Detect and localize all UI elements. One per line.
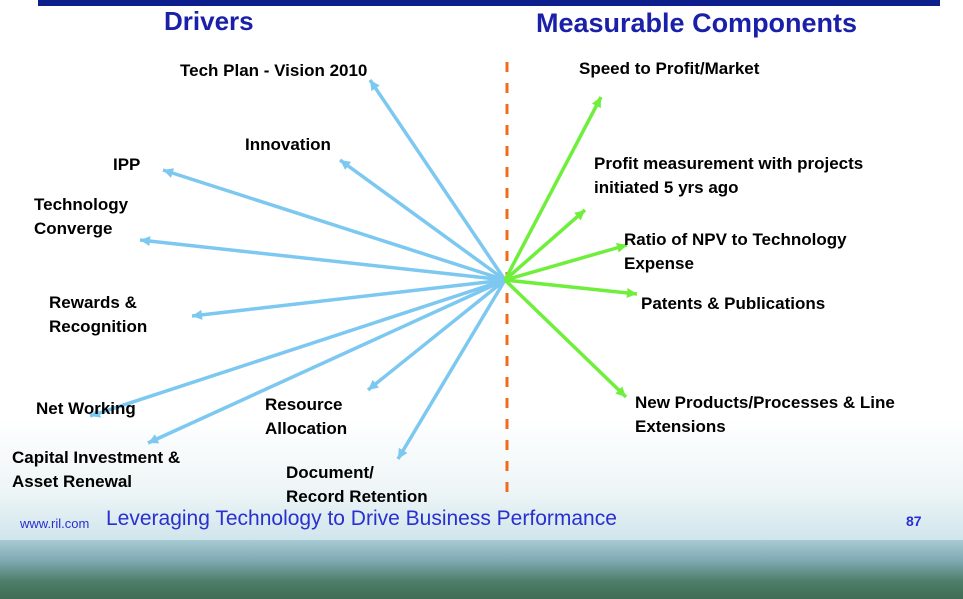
driver-arrow	[338, 158, 507, 282]
driver-net-working: Net Working	[36, 399, 136, 418]
component-profit-measurement: Profit measurement with projects initiat…	[594, 154, 864, 197]
component-arrow	[504, 242, 628, 282]
component-speed-to-profit: Speed to Profit/Market	[579, 59, 760, 78]
driver-resource-allocation: Resource Allocation	[265, 395, 348, 438]
component-npv-ratio: Ratio of NPV to Technology Expense	[624, 230, 847, 273]
driver-document-retention: Document/ Record Retention	[286, 463, 428, 506]
driver-ipp: IPP	[113, 155, 141, 174]
component-new-products: New Products/Processes & Line Extensions	[635, 393, 895, 436]
footer-url: www.ril.com	[20, 516, 90, 531]
driver-innovation: Innovation	[245, 135, 331, 154]
driver-rewards-recognition: Rewards & Recognition	[49, 293, 148, 336]
component-arrow	[503, 208, 587, 282]
driver-arrow	[396, 279, 507, 460]
driver-tech-plan: Tech Plan - Vision 2010	[180, 61, 368, 80]
driver-arrow	[162, 168, 506, 282]
top-bar	[38, 0, 940, 6]
driver-arrow	[368, 79, 507, 281]
page-number: 87	[906, 513, 922, 529]
refinery-background-image	[0, 540, 963, 599]
driver-arrow	[191, 278, 506, 320]
driver-arrow	[366, 278, 507, 392]
driver-arrow	[147, 278, 506, 445]
driver-arrow	[89, 278, 506, 418]
footer-title: Leveraging Technology to Drive Business …	[106, 507, 617, 530]
component-arrow	[503, 278, 628, 399]
component-patents: Patents & Publications	[641, 294, 826, 313]
drivers-header: Drivers	[164, 6, 254, 36]
component-arrow	[504, 278, 638, 298]
driver-capital-investment: Capital Investment & Asset Renewal	[12, 448, 181, 491]
driver-arrow	[139, 236, 506, 282]
component-arrow	[503, 96, 603, 281]
driver-technology-converge: Technology Converge	[34, 195, 129, 238]
measurable-components-header: Measurable Components	[536, 8, 858, 38]
